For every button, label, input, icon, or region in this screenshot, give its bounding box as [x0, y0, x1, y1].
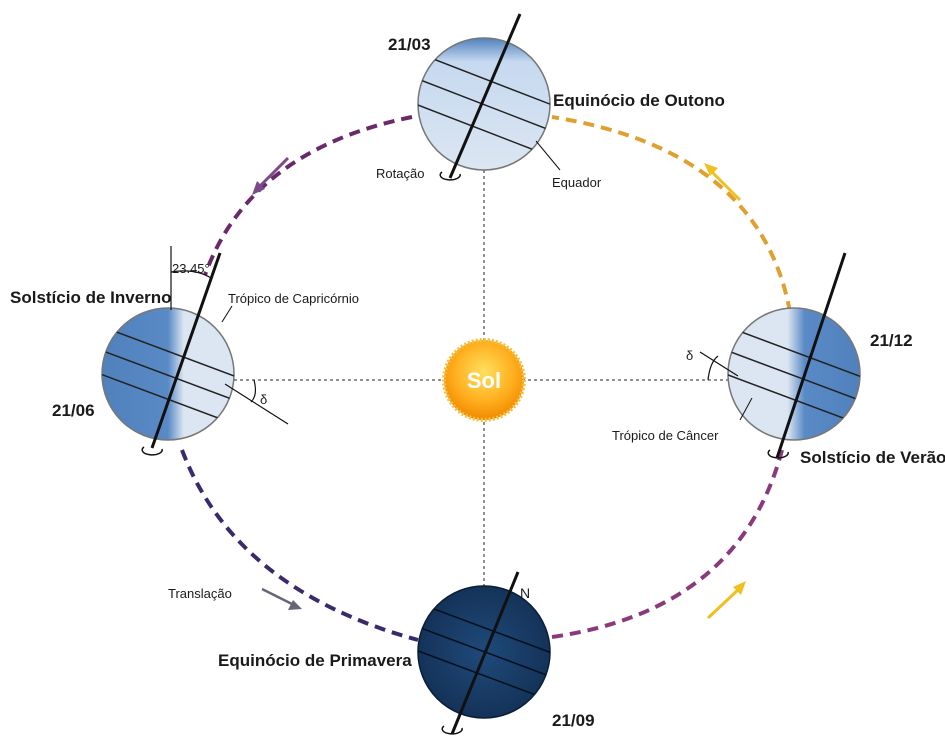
rotation-axis — [448, 13, 522, 179]
capricorn-pointer — [221, 305, 233, 323]
rotation-arrow-icon — [439, 171, 461, 181]
sun: Sol — [442, 338, 526, 422]
sun-label: Sol — [467, 368, 501, 393]
label-spring-equinox: Equinócio de Primavera — [218, 651, 412, 670]
label-tilt-angle: 23.45° — [172, 261, 210, 276]
date-autumn: 21/03 — [388, 35, 431, 54]
label-summer-solstice: Solstício de Verão — [800, 448, 945, 467]
direction-arrows — [252, 156, 746, 620]
declination-arc — [250, 379, 257, 403]
globe-spring — [417, 571, 551, 735]
equator-pointer — [535, 140, 561, 171]
rotation-axis — [775, 252, 847, 459]
orbit-segment-spring-summer — [551, 449, 784, 639]
ecliptic-line — [224, 383, 289, 425]
orbit-segment-winter-spring — [180, 449, 419, 642]
labels: 21/03 Equinócio de Outono Rotação Equado… — [10, 35, 945, 730]
tilt-arc — [170, 270, 212, 279]
label-rotation: Rotação — [376, 166, 424, 181]
globe-winter — [101, 246, 289, 456]
declination-arc — [707, 355, 719, 381]
orbit-segment-autumn-winter — [203, 115, 413, 276]
cancer-pointer — [739, 397, 753, 421]
orbit-segment-summer-autumn — [551, 115, 792, 313]
label-translation: Translação — [168, 586, 232, 601]
label-winter-solstice: Solstício de Inverno — [10, 288, 172, 307]
orbit — [180, 115, 792, 642]
rotation-arrow-icon — [441, 725, 463, 735]
globe-autumn — [417, 13, 551, 181]
arrow-translation-icon — [261, 587, 302, 610]
arrow-purple-icon — [252, 156, 290, 195]
date-winter: 21/06 — [52, 401, 95, 420]
date-spring: 21/09 — [552, 711, 595, 730]
label-cancer: Trópico de Câncer — [612, 428, 719, 443]
rotation-axis — [450, 571, 520, 735]
rotation-arrow-icon — [767, 449, 789, 459]
label-declination-summer: δ — [686, 348, 693, 363]
label-autumn-equinox: Equinócio de Outono — [553, 91, 725, 110]
label-north: N — [520, 585, 530, 601]
ecliptic-line — [699, 351, 739, 377]
globe-summer — [699, 252, 861, 459]
label-declination-winter: δ — [260, 392, 267, 407]
date-summer: 21/12 — [870, 331, 913, 350]
rotation-arrow-icon — [141, 446, 163, 456]
arrow-yellow-top-icon — [704, 163, 742, 202]
rotation-axis — [150, 252, 222, 449]
sun-icon — [442, 338, 526, 422]
arrow-yellow-bottom-icon — [706, 581, 746, 620]
label-capricorn: Trópico de Capricórnio — [228, 291, 359, 306]
label-equator: Equador — [552, 175, 602, 190]
